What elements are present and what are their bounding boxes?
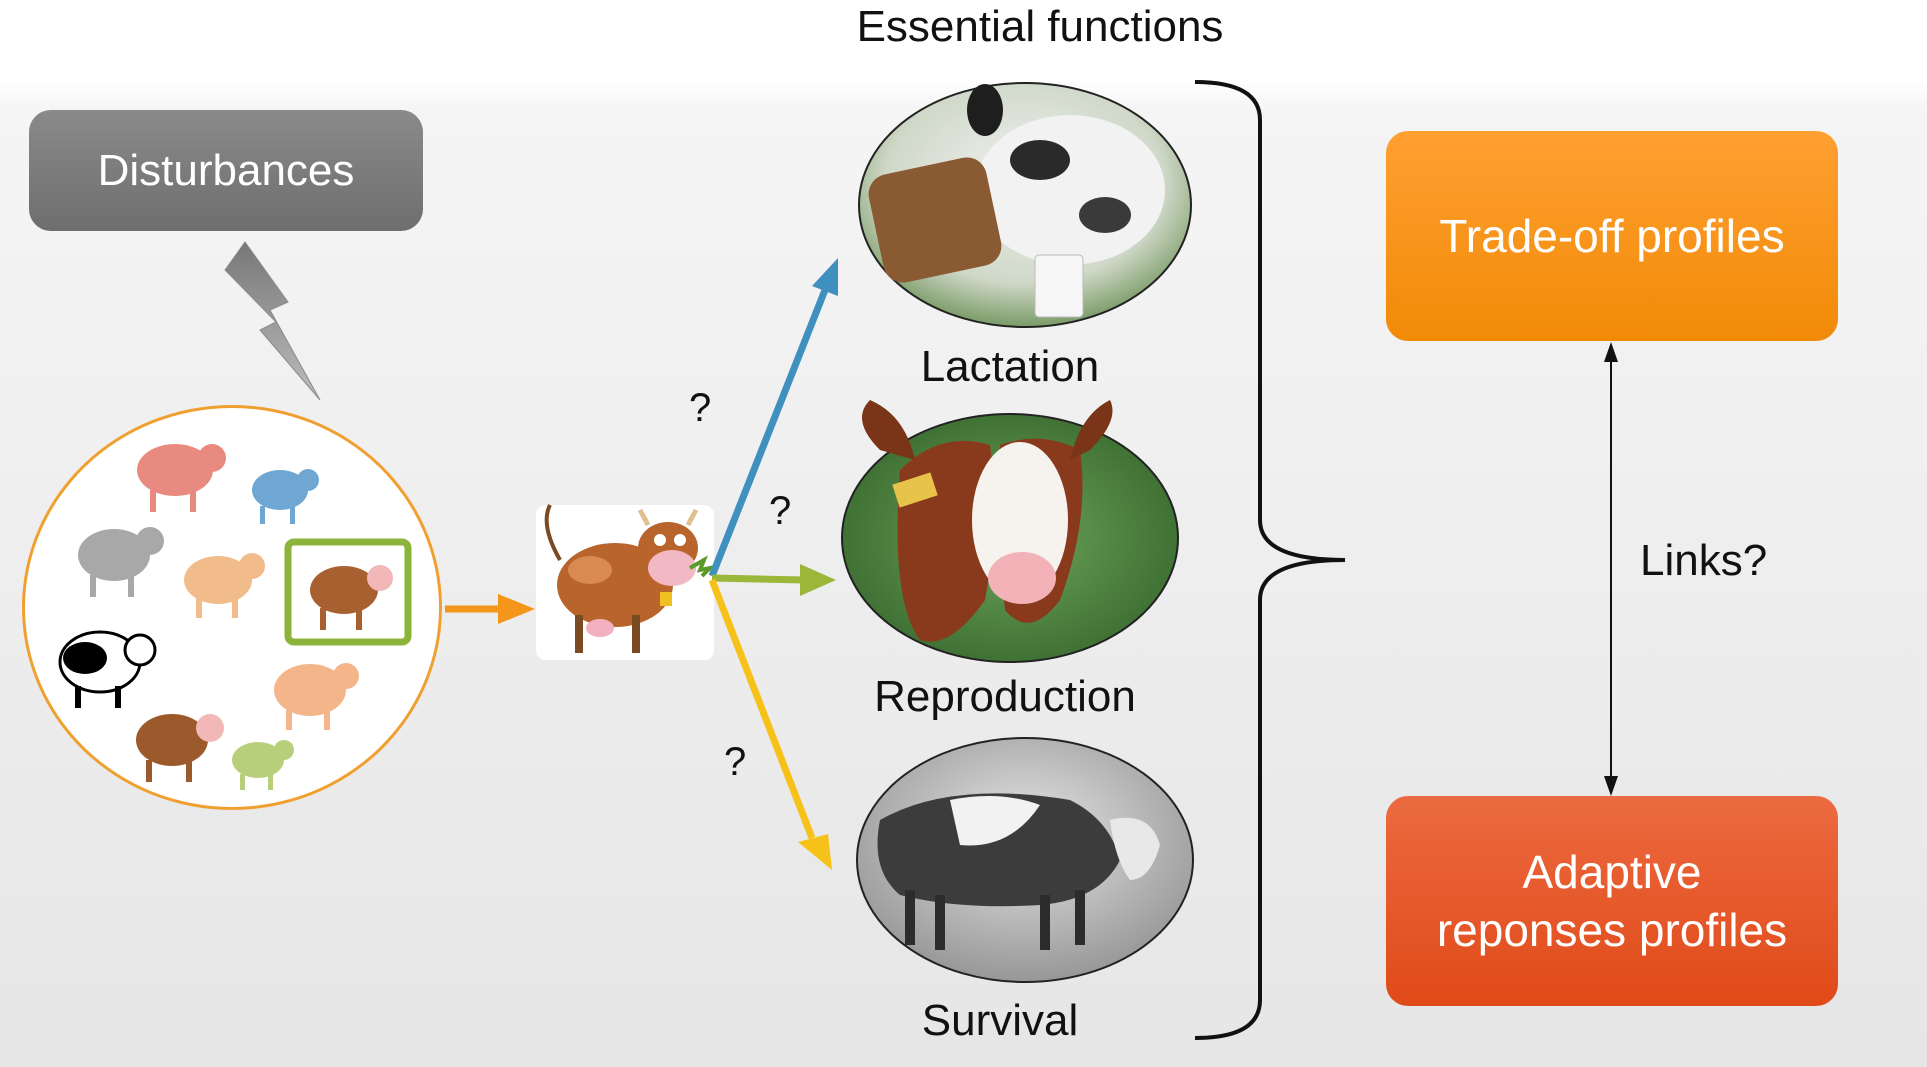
lactation-photo bbox=[858, 82, 1192, 328]
adaptive-responses-box: Adaptive reponses profiles bbox=[1386, 796, 1838, 1006]
grouping-bracket bbox=[1194, 80, 1346, 1040]
lightning-bolt-icon bbox=[224, 241, 321, 401]
reproduction-photo bbox=[841, 400, 1179, 663]
survival-label: Survival bbox=[921, 996, 1079, 1045]
lactation-arrow bbox=[708, 258, 838, 578]
disturbances-box: Disturbances bbox=[29, 110, 423, 231]
adaptive-line-2: reponses profiles bbox=[1436, 904, 1788, 956]
tradeoff-profiles-box: Trade-off profiles bbox=[1386, 131, 1838, 341]
herd-to-individual-arrow bbox=[445, 594, 535, 624]
links-label: Links? bbox=[1640, 536, 1768, 585]
question-mark-survival: ? bbox=[724, 740, 747, 784]
question-mark-reproduction: ? bbox=[769, 489, 792, 533]
individual-cow bbox=[536, 504, 717, 660]
reproduction-arrow bbox=[711, 564, 836, 596]
reproduction-label: Reproduction bbox=[874, 672, 1136, 721]
diagram-title: Essential functions bbox=[856, 2, 1224, 51]
question-mark-lactation: ? bbox=[689, 386, 712, 430]
adaptive-line-1: Adaptive bbox=[1522, 846, 1702, 898]
lactation-label: Lactation bbox=[920, 342, 1100, 391]
links-arrow bbox=[1604, 342, 1618, 796]
survival-photo bbox=[856, 737, 1194, 983]
herd-circle bbox=[22, 405, 442, 810]
survival-arrow bbox=[708, 578, 832, 870]
herd-cows bbox=[58, 444, 412, 790]
